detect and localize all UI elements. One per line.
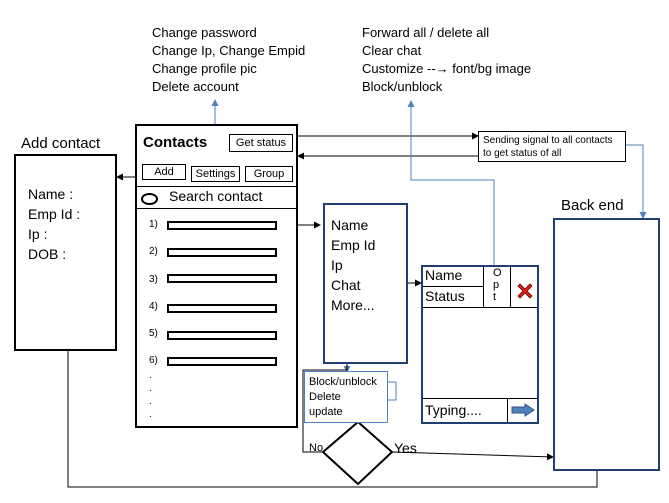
opt-letter: t bbox=[493, 291, 497, 303]
tab-group[interactable]: Group bbox=[245, 166, 293, 182]
field-name-label: Name : bbox=[28, 186, 74, 202]
signal-note-line-2: to get status of all bbox=[483, 148, 562, 159]
signal-note: Sending signal to all contacts to get st… bbox=[478, 131, 626, 162]
contact-row-6[interactable] bbox=[167, 357, 277, 366]
search-bottom-divider bbox=[137, 208, 296, 209]
more-menu: Block/unblock Delete update bbox=[304, 371, 388, 423]
contact-row-3[interactable] bbox=[167, 274, 277, 283]
detail-chat[interactable]: Chat bbox=[331, 277, 361, 293]
add-contact-title: Add contact bbox=[21, 135, 101, 152]
more-dot: . bbox=[149, 383, 152, 394]
opt-letter: p bbox=[493, 279, 500, 291]
chat-notes: Forward all / delete all Clear chat Cust… bbox=[362, 24, 531, 96]
contacts-title: Contacts bbox=[143, 134, 208, 151]
send-arrow-icon[interactable] bbox=[511, 403, 535, 417]
tab-add[interactable]: Add bbox=[142, 164, 186, 180]
send-divider bbox=[507, 398, 508, 422]
decision-yes: Yes bbox=[394, 440, 417, 456]
decision-no: No bbox=[309, 442, 324, 454]
contact-row-1[interactable] bbox=[167, 221, 277, 230]
typing-divider bbox=[423, 398, 537, 399]
field-emp-id-label: Emp Id : bbox=[28, 206, 81, 222]
chat-contact-status: Status bbox=[425, 288, 465, 304]
menu-delete[interactable]: Delete bbox=[309, 391, 341, 403]
note-delete-account: Delete account bbox=[152, 79, 239, 94]
contacts-panel: Contacts Get status Add Settings Group S… bbox=[135, 124, 298, 428]
field-dob-label: DOB : bbox=[28, 246, 67, 262]
note-forward-all: Forward all / delete all bbox=[362, 25, 490, 40]
note-block-unblock: Block/unblock bbox=[362, 79, 443, 94]
tab-settings[interactable]: Settings bbox=[191, 166, 240, 182]
row-number: 6) bbox=[149, 355, 158, 366]
menu-update[interactable]: update bbox=[309, 406, 343, 418]
get-status-button[interactable]: Get status bbox=[229, 134, 293, 152]
search-divider bbox=[137, 186, 296, 187]
more-dot: . bbox=[149, 370, 152, 381]
signal-to-backend bbox=[626, 144, 647, 219]
contact-row-5[interactable] bbox=[167, 331, 277, 340]
row-number: 3) bbox=[149, 274, 158, 285]
opt-column[interactable]: O p t bbox=[483, 267, 511, 307]
detail-name: Name bbox=[331, 217, 369, 233]
chat-contact-name: Name bbox=[425, 267, 463, 283]
chat-header-divider bbox=[423, 286, 483, 287]
decision-diamond bbox=[321, 420, 394, 486]
note-change-profile-pic: Change profile pic bbox=[152, 61, 257, 76]
add-contact-fields: Name : Emp Id : Ip : DOB : bbox=[28, 184, 80, 264]
row-number: 2) bbox=[149, 246, 158, 257]
row-number: 5) bbox=[149, 328, 158, 339]
chat-header-bottom bbox=[423, 307, 537, 308]
contact-details-list: Name Emp Id Ip Chat More... bbox=[331, 215, 375, 315]
menu-block-unblock[interactable]: Block/unblock bbox=[309, 376, 377, 388]
backend-box bbox=[553, 218, 660, 471]
note-clear-chat: Clear chat bbox=[362, 43, 422, 58]
note-change-ip: Change Ip, Change Empid bbox=[152, 43, 306, 58]
typing-input[interactable]: Typing.... bbox=[425, 402, 482, 418]
close-icon[interactable] bbox=[515, 281, 535, 301]
settings-notes: Change password Change Ip, Change Empid … bbox=[152, 24, 305, 96]
search-input[interactable]: Search contact bbox=[169, 188, 263, 204]
note-customize: Customize --→ font/bg image bbox=[362, 61, 532, 76]
opt-letters: O p t bbox=[493, 267, 502, 303]
signal-note-text: Sending signal to all contacts to get st… bbox=[483, 134, 613, 160]
opt-letter: O bbox=[493, 267, 502, 279]
opt-to-chat-notes bbox=[407, 100, 495, 266]
row-number: 4) bbox=[149, 301, 158, 312]
add-contact-form: Name : Emp Id : Ip : DOB : bbox=[14, 154, 117, 351]
backend-title: Back end bbox=[561, 197, 624, 214]
chat-window: Name Status O p t Typing.... bbox=[421, 265, 539, 424]
contact-details: Name Emp Id Ip Chat More... bbox=[323, 203, 408, 364]
more-dot: . bbox=[149, 409, 152, 420]
contact-row-2[interactable] bbox=[167, 248, 277, 257]
row-number: 1) bbox=[149, 219, 158, 230]
detail-emp-id: Emp Id bbox=[331, 237, 376, 253]
detail-ip[interactable]: Ip bbox=[331, 257, 343, 273]
more-menu-list: Block/unblock Delete update bbox=[309, 375, 377, 420]
signal-note-line-1: Sending signal to all contacts bbox=[483, 135, 613, 146]
field-ip-label: Ip : bbox=[28, 226, 48, 242]
contact-row-4[interactable] bbox=[167, 304, 277, 313]
more-dot: . bbox=[149, 396, 152, 407]
note-change-password: Change password bbox=[152, 25, 257, 40]
detail-more[interactable]: More... bbox=[331, 297, 375, 313]
search-icon bbox=[141, 193, 158, 205]
